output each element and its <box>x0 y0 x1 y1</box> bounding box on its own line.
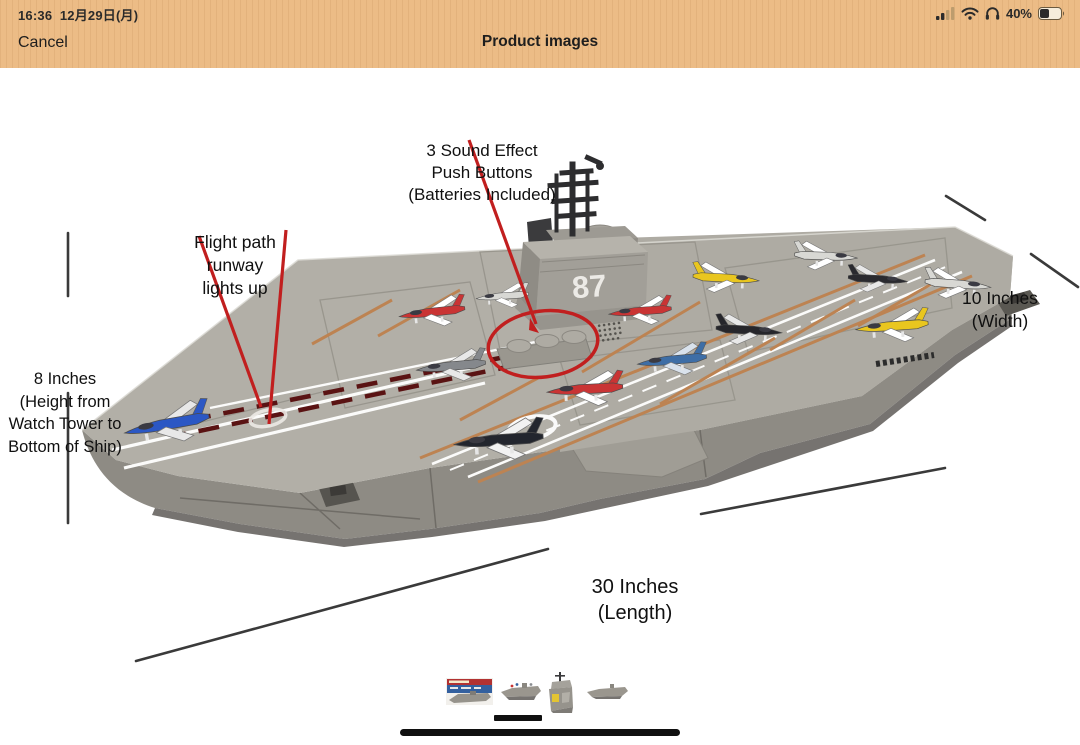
thumbnail-strip <box>0 668 1080 728</box>
nav-bar: Cancel Product images <box>0 26 1080 68</box>
battery-icon <box>1038 6 1065 20</box>
thumbnail-box-art[interactable] <box>446 678 493 705</box>
width-line-top <box>944 194 987 222</box>
page-title: Product images <box>481 33 599 50</box>
selected-thumbnail-indicator <box>494 715 542 721</box>
carrier-side-thumb <box>501 683 541 700</box>
thumbnail-carrier-side-2[interactable] <box>586 684 629 701</box>
thumbnail-carrier-side[interactable] <box>500 682 542 702</box>
status-date: 12月29日(月) <box>59 8 139 23</box>
length-line-right <box>699 466 947 516</box>
radar-mast-icon <box>547 154 604 237</box>
headphones-icon <box>985 7 1000 20</box>
annotation-sound-buttons: 3 Sound Effect Push Buttons (Batteries I… <box>408 141 556 204</box>
status-time: 16:36 <box>18 8 53 23</box>
box-art-thumb <box>446 678 493 705</box>
annotation-flight-path: Flight path runway lights up <box>194 232 276 298</box>
callout-lines-red <box>197 139 600 425</box>
dimension-lines <box>66 194 1080 663</box>
home-indicator[interactable] <box>400 729 680 736</box>
status-bar: 16:36 12月29日(月) 40% <box>0 0 1080 26</box>
width-line-bottom <box>1029 252 1080 289</box>
thumbnail-island-tower[interactable] <box>544 671 577 714</box>
stern-tread-strip <box>875 352 935 367</box>
length-line-left <box>134 547 550 663</box>
ship-number: 87 <box>571 268 608 305</box>
header: 16:36 12月29日(月) 40% <box>0 0 1080 68</box>
annotation-height: 8 Inches (Height from Watch Tower to Bot… <box>8 370 122 456</box>
wifi-icon <box>961 7 979 20</box>
sound-buttons-circle <box>486 308 600 380</box>
cancel-button[interactable]: Cancel <box>18 34 68 51</box>
carrier-side-thumb-2 <box>587 684 628 699</box>
speaker-grille <box>597 321 622 342</box>
island-tower-thumb <box>549 672 573 713</box>
battery-percent: 40% <box>1005 5 1032 21</box>
product-image[interactable]: 87 <box>0 68 1080 745</box>
sound-buttons <box>496 330 593 370</box>
cellular-signal-icon <box>935 6 955 20</box>
island-tower: 87 <box>515 154 650 330</box>
status-time-date: 16:36 12月29日(月) <box>18 5 138 24</box>
annotation-width: 10 Inches (Width) <box>962 288 1038 331</box>
annotation-length: 30 Inches (Length) <box>591 576 679 624</box>
